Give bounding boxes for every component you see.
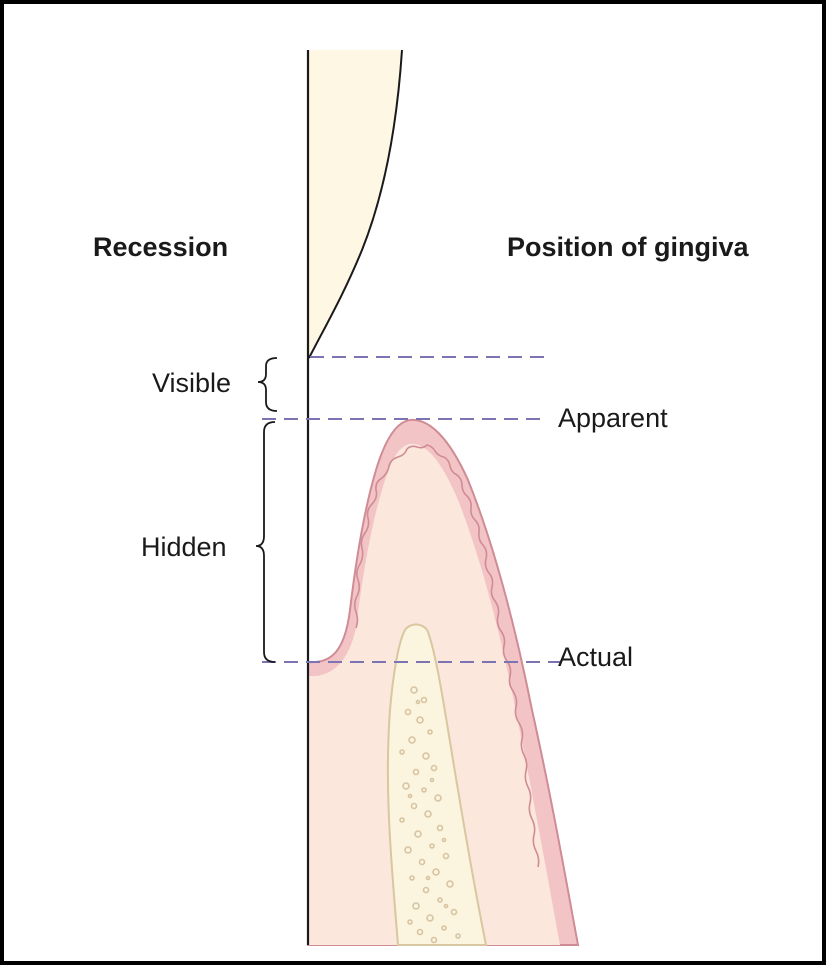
- apparent-label: Apparent: [558, 403, 668, 433]
- tooth-crown: [308, 50, 402, 358]
- position-of-gingiva-heading: Position of gingiva: [507, 232, 749, 262]
- visible-label: Visible: [152, 368, 231, 398]
- actual-label: Actual: [558, 642, 633, 672]
- visible-bracket: [258, 358, 277, 411]
- recession-heading: Recession: [93, 232, 228, 262]
- hidden-label: Hidden: [141, 532, 227, 562]
- hidden-bracket: [256, 422, 275, 662]
